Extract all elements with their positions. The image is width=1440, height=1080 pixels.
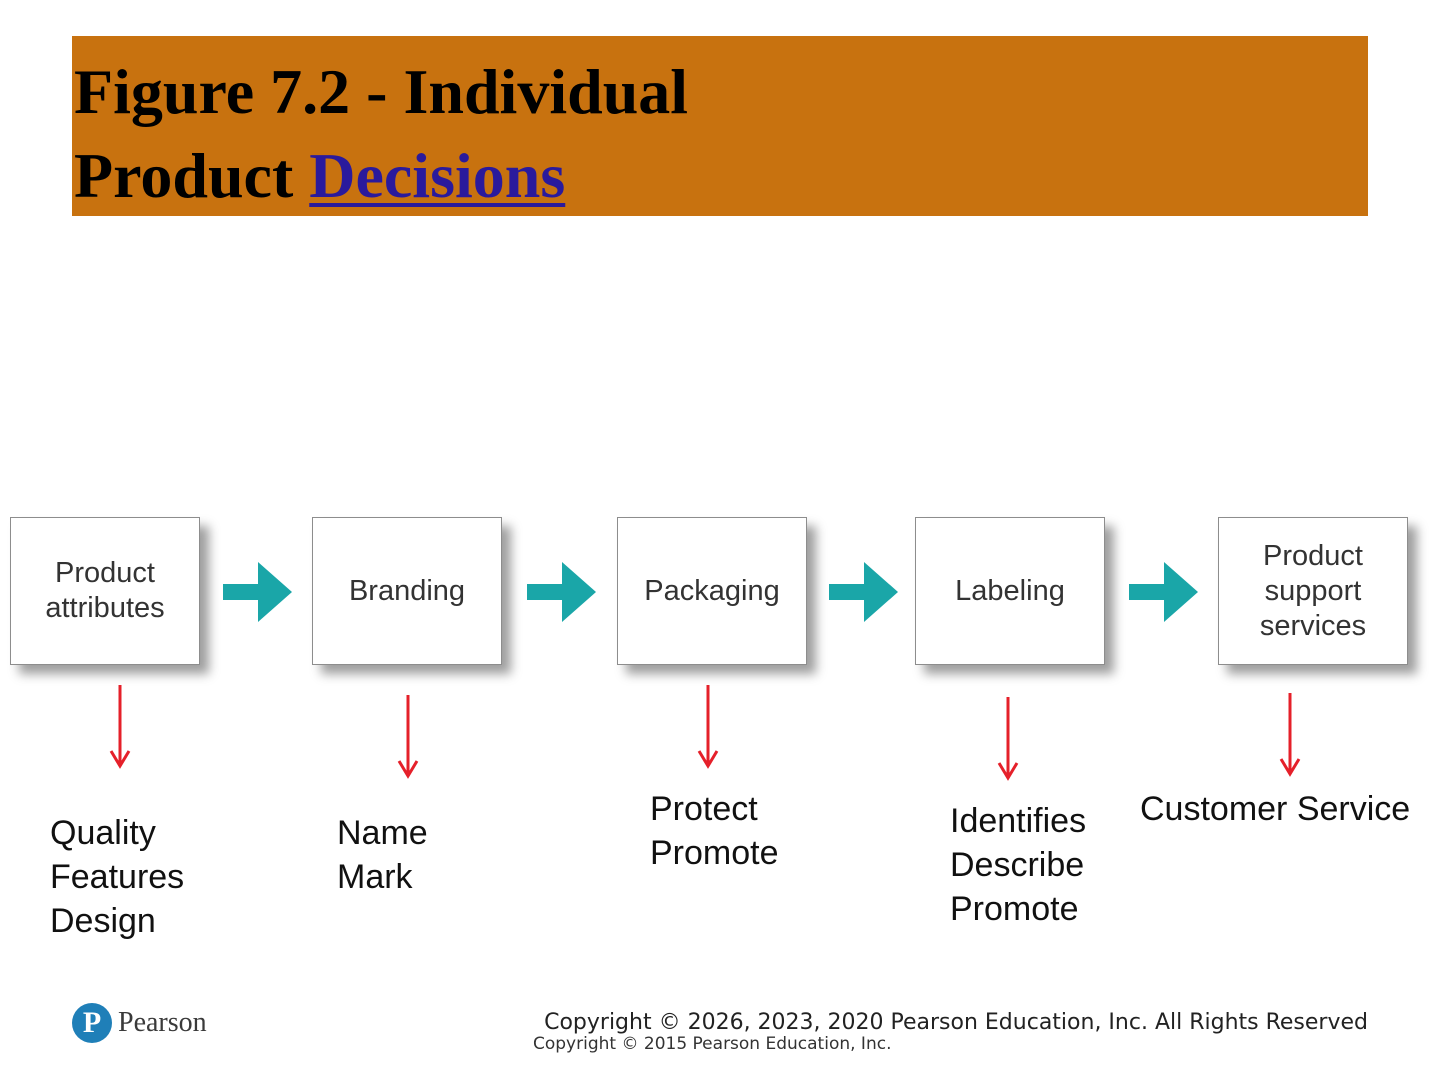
decisions-link[interactable]: Decisions: [309, 140, 566, 211]
step-label: Product attributes: [45, 557, 165, 624]
step-label: Branding: [348, 574, 466, 607]
description-packaging: Protect Promote: [650, 790, 779, 872]
down-arrow-icon: [109, 685, 131, 769]
description-branding: Name Mark: [337, 814, 428, 896]
description-labeling: Identifies Describe Promote: [950, 802, 1087, 928]
title-line-2: Product Decisions: [74, 134, 1274, 218]
copyright-notice: Copyright © 2026, 2023, 2020 Pearson Edu…: [544, 1010, 1368, 1035]
flow-arrow-icon: [223, 562, 292, 622]
down-arrow-icon: [1279, 693, 1301, 777]
step-label: Labeling: [955, 574, 1065, 607]
down-arrow-icon: [697, 685, 719, 769]
pearson-wordmark: Pearson: [118, 1007, 207, 1038]
step-box-labeling: Labeling: [915, 517, 1105, 665]
step-label: Product support services: [1259, 539, 1367, 642]
step-label: Packaging: [644, 574, 780, 607]
step-box-branding: Branding: [312, 517, 502, 665]
slide-title: Figure 7.2 - Individual Product Decision…: [74, 50, 1274, 218]
flow-arrow-icon: [527, 562, 596, 622]
step-box-packaging: Packaging: [617, 517, 807, 665]
title-prefix: Product: [74, 140, 294, 211]
down-arrow-icon: [997, 697, 1019, 781]
flow-arrow-icon: [829, 562, 898, 622]
step-box-product-support-services: Product support services: [1218, 517, 1408, 665]
down-arrow-icon: [397, 695, 419, 779]
title-line-1: Figure 7.2 - Individual: [74, 56, 689, 127]
copyright-notice-secondary: Copyright © 2015 Pearson Education, Inc.: [533, 1034, 892, 1054]
pearson-logo: P Pearson: [72, 1003, 207, 1043]
description-product-support-services: Customer Service: [1140, 790, 1411, 828]
pearson-logo-icon: P: [72, 1003, 112, 1043]
step-box-product-attributes: Product attributes: [10, 517, 200, 665]
flow-arrow-icon: [1129, 562, 1198, 622]
title-banner: [72, 36, 1368, 216]
description-product-attributes: Quality Features Design: [50, 814, 185, 940]
